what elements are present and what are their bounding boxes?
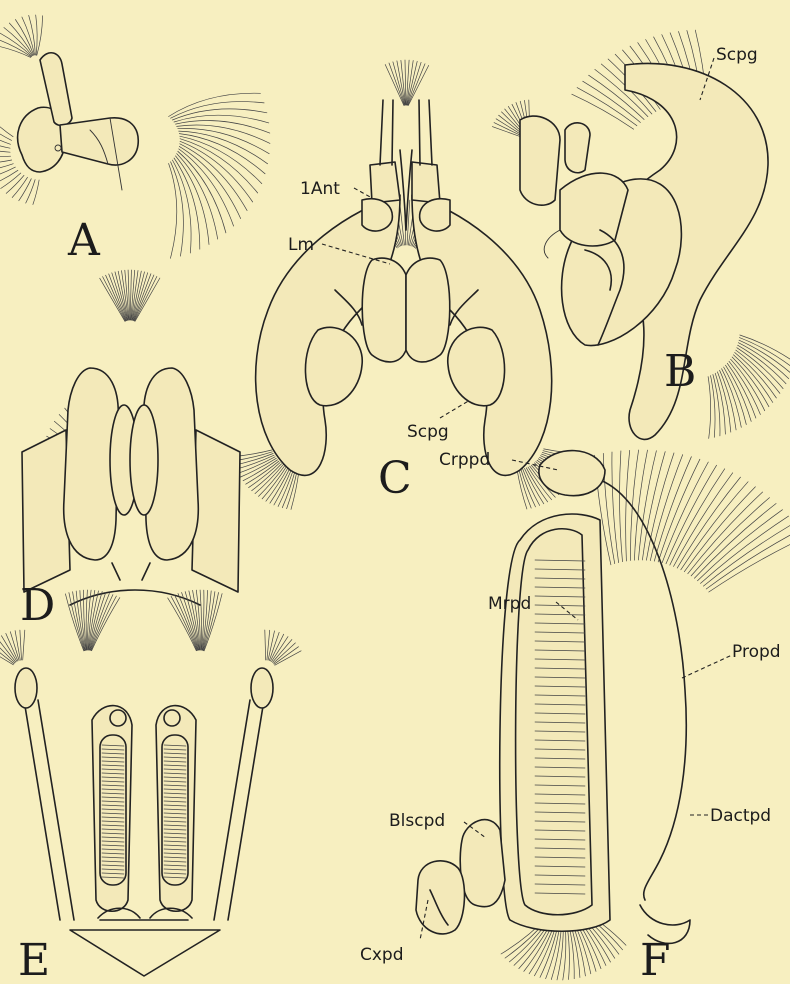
panel-c-letter: C <box>378 453 412 504</box>
seta-stroke <box>265 630 266 660</box>
seta-stroke <box>612 452 619 563</box>
seta-stroke <box>677 477 740 568</box>
seta-stroke <box>274 647 298 665</box>
seta-stroke <box>37 16 43 56</box>
seta-stroke <box>732 357 769 407</box>
seta-stroke <box>0 170 18 183</box>
seta-stroke <box>724 367 747 425</box>
seta-stroke <box>711 376 716 438</box>
seta-stroke <box>0 33 32 57</box>
seta-stroke <box>708 377 711 439</box>
seta-stroke <box>733 355 772 403</box>
panel-d-drawing <box>22 270 240 605</box>
seta-stroke <box>91 596 116 651</box>
panel-f-label-crppd: Crppd <box>439 450 490 470</box>
seta-stroke <box>626 450 630 561</box>
seta-stroke <box>729 361 760 414</box>
panel-e-letter: E <box>18 935 50 984</box>
seta-stroke <box>176 121 270 134</box>
seta-stroke <box>713 375 720 436</box>
seta-stroke <box>20 630 22 660</box>
panel-a-letter: A <box>67 215 101 266</box>
seta-stroke <box>393 62 405 105</box>
seta-stroke <box>0 127 12 140</box>
panel-f-label-dactpd: Dactpd <box>710 806 771 826</box>
panel-c-label-1ant: 1Ant <box>300 179 340 199</box>
panel-f-label-mrpd: Mrpd <box>488 594 531 614</box>
seta-stroke <box>523 469 540 506</box>
seta-stroke <box>19 179 32 201</box>
seta-stroke <box>36 15 37 55</box>
seta-stroke <box>272 637 289 662</box>
seta-stroke <box>709 537 790 592</box>
seta-stroke <box>0 149 10 153</box>
seta-stroke <box>134 275 154 321</box>
seta-stroke <box>691 498 769 576</box>
panel-f-drawing <box>416 450 790 980</box>
panel-b-letter: B <box>664 346 696 397</box>
panel-e-drawing <box>0 590 301 976</box>
seta-stroke <box>243 460 277 481</box>
seta-stroke <box>0 167 15 177</box>
seta-stroke <box>291 470 299 509</box>
seta-stroke <box>1 173 21 189</box>
seta-stroke <box>177 125 270 143</box>
seta-stroke <box>0 121 13 137</box>
panel-a-drawing <box>0 15 270 258</box>
seta-stroke <box>278 469 293 506</box>
seta-stroke <box>577 88 637 126</box>
seta-stroke <box>703 523 790 586</box>
seta-stroke <box>169 164 177 259</box>
seta-stroke <box>654 457 691 561</box>
seta-stroke <box>133 273 148 321</box>
seta-stroke <box>706 530 790 589</box>
seta-stroke <box>620 451 623 562</box>
seta-stroke <box>494 123 521 136</box>
seta-stroke <box>23 630 25 660</box>
panel-b-label-scpg: Scpg <box>716 45 758 65</box>
panel-f-letter: F <box>640 935 671 984</box>
seta-stroke <box>701 516 789 583</box>
seta-stroke <box>0 156 11 157</box>
seta-stroke <box>735 353 777 399</box>
panel-f-label-propd: Propd <box>732 642 781 662</box>
seta-stroke <box>203 592 215 651</box>
seta-stroke <box>26 180 35 204</box>
seta-stroke <box>738 343 788 379</box>
seta-stroke <box>694 504 776 579</box>
seta-stroke <box>177 154 218 240</box>
seta-stroke <box>674 473 733 567</box>
seta-stroke <box>698 510 783 581</box>
seta-stroke <box>252 464 282 491</box>
seta-stroke <box>236 455 274 469</box>
seta-stroke <box>0 160 12 163</box>
panel-c-label-lm: Lm <box>288 235 314 255</box>
panel-c-ant-leader <box>354 188 372 198</box>
panel-c-scpg-leader <box>440 400 470 418</box>
seta-stroke <box>408 64 425 106</box>
seta-stroke <box>175 595 198 651</box>
panel-f-label-cxpd: Cxpd <box>360 945 404 965</box>
seta-stroke <box>662 462 708 563</box>
seta-stroke <box>171 596 197 650</box>
panel-f-label-blscpd: Blscpd <box>389 811 445 831</box>
seta-stroke <box>738 345 786 384</box>
seta-stroke <box>112 273 127 321</box>
panel-d-letter: D <box>20 580 55 631</box>
seta-stroke <box>740 335 790 363</box>
panel-f-propd-leader <box>682 655 732 678</box>
panel-c-label-scpg: Scpg <box>407 422 449 442</box>
